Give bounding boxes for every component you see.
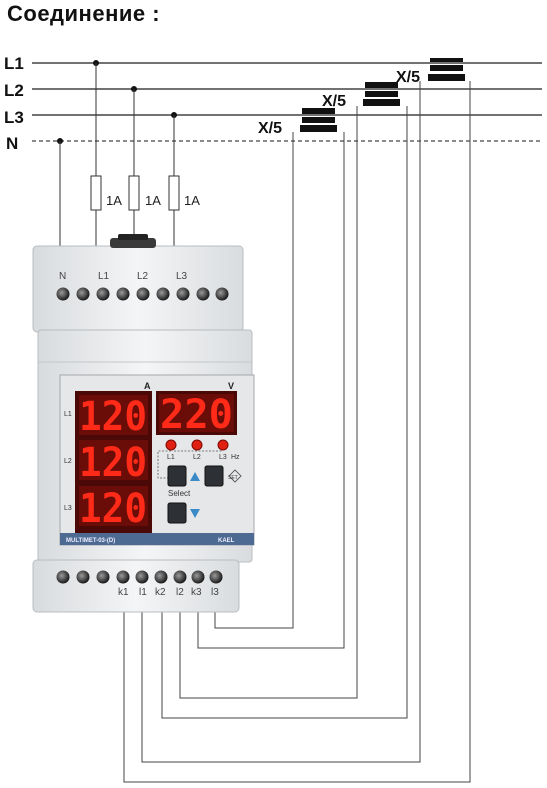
led-l1 bbox=[165, 439, 177, 451]
phase-leds: L1 L2 L3 Hz bbox=[157, 439, 240, 479]
led-label-hz: Hz bbox=[231, 454, 240, 461]
voltage-reading: 220 bbox=[160, 392, 233, 438]
line-n-label: N bbox=[6, 134, 18, 153]
supply-lines: L1 L2 L3 N bbox=[4, 54, 542, 153]
fuse-l1-label: 1A bbox=[106, 193, 122, 208]
led-label-l1: L1 bbox=[167, 454, 175, 461]
fuse-l2 bbox=[128, 175, 140, 211]
ct-l1 bbox=[428, 58, 465, 81]
diagram-title: Соединение : bbox=[7, 1, 161, 26]
current-l3-reading: 120 bbox=[79, 486, 147, 532]
line-l2-label: L2 bbox=[4, 81, 24, 100]
bottom-term-k3: k3 bbox=[191, 587, 202, 598]
top-term-l1: L1 bbox=[98, 271, 110, 282]
line-l3-label: L3 bbox=[4, 108, 24, 127]
led-label-l2: L2 bbox=[193, 454, 201, 461]
bottom-term-l2: l2 bbox=[176, 587, 184, 598]
unit-voltage: V bbox=[228, 381, 234, 391]
led-label-l3: L3 bbox=[219, 454, 227, 461]
bottom-term-l1: l1 bbox=[139, 587, 147, 598]
fuse-l3-label: 1A bbox=[184, 193, 200, 208]
model-bar bbox=[60, 533, 254, 545]
up-arrow-icon bbox=[190, 472, 200, 481]
meter-device: N L1 L2 L3 A V 120 120 120 L1 L2 L bbox=[32, 234, 255, 613]
down-button[interactable] bbox=[167, 502, 187, 524]
fuse-l2-label: 1A bbox=[145, 193, 161, 208]
current-l2-reading: 120 bbox=[79, 440, 147, 486]
line-l1-label: L1 bbox=[4, 54, 24, 73]
unit-current: A bbox=[144, 381, 151, 391]
ct-l2-label: X/5 bbox=[322, 93, 346, 110]
bottom-screws bbox=[56, 570, 223, 584]
led-l2 bbox=[191, 439, 203, 451]
current-l1-reading: 120 bbox=[79, 394, 147, 440]
model-label: MULTIMET-03-(D) bbox=[66, 538, 115, 544]
bottom-term-k1: k1 bbox=[118, 587, 129, 598]
select-label: Select bbox=[168, 489, 191, 498]
voltage-taps bbox=[59, 63, 175, 252]
set-icon bbox=[228, 469, 242, 483]
ct-l3-label: X/5 bbox=[258, 120, 282, 137]
brand-label: KAEL bbox=[218, 538, 235, 544]
fuses: 1A 1A 1A bbox=[90, 175, 200, 211]
row-label-l2: L2 bbox=[64, 458, 72, 465]
ct-l2 bbox=[363, 82, 400, 106]
bottom-term-k2: k2 bbox=[155, 587, 166, 598]
set-button[interactable] bbox=[204, 465, 224, 487]
current-transformers: X/5 X/5 X/5 bbox=[258, 58, 465, 137]
bottom-terminal-block bbox=[32, 559, 240, 613]
led-l3 bbox=[217, 439, 229, 451]
ct-l3 bbox=[300, 108, 337, 132]
ct-l1-label: X/5 bbox=[396, 69, 420, 86]
top-term-l2: L2 bbox=[137, 271, 149, 282]
top-term-n: N bbox=[59, 271, 66, 282]
up-button[interactable] bbox=[167, 465, 187, 487]
down-arrow-icon bbox=[190, 509, 200, 518]
fuse-l3 bbox=[168, 175, 180, 211]
row-label-l3: L3 bbox=[64, 505, 72, 512]
top-term-l3: L3 bbox=[176, 271, 188, 282]
junction-dots bbox=[57, 60, 177, 144]
bottom-term-l3: l3 bbox=[211, 587, 219, 598]
fuse-l1 bbox=[90, 175, 102, 211]
set-label: SET bbox=[228, 475, 238, 481]
ct-wiring bbox=[123, 81, 471, 783]
top-screws bbox=[56, 287, 229, 301]
row-label-l1: L1 bbox=[64, 411, 72, 418]
